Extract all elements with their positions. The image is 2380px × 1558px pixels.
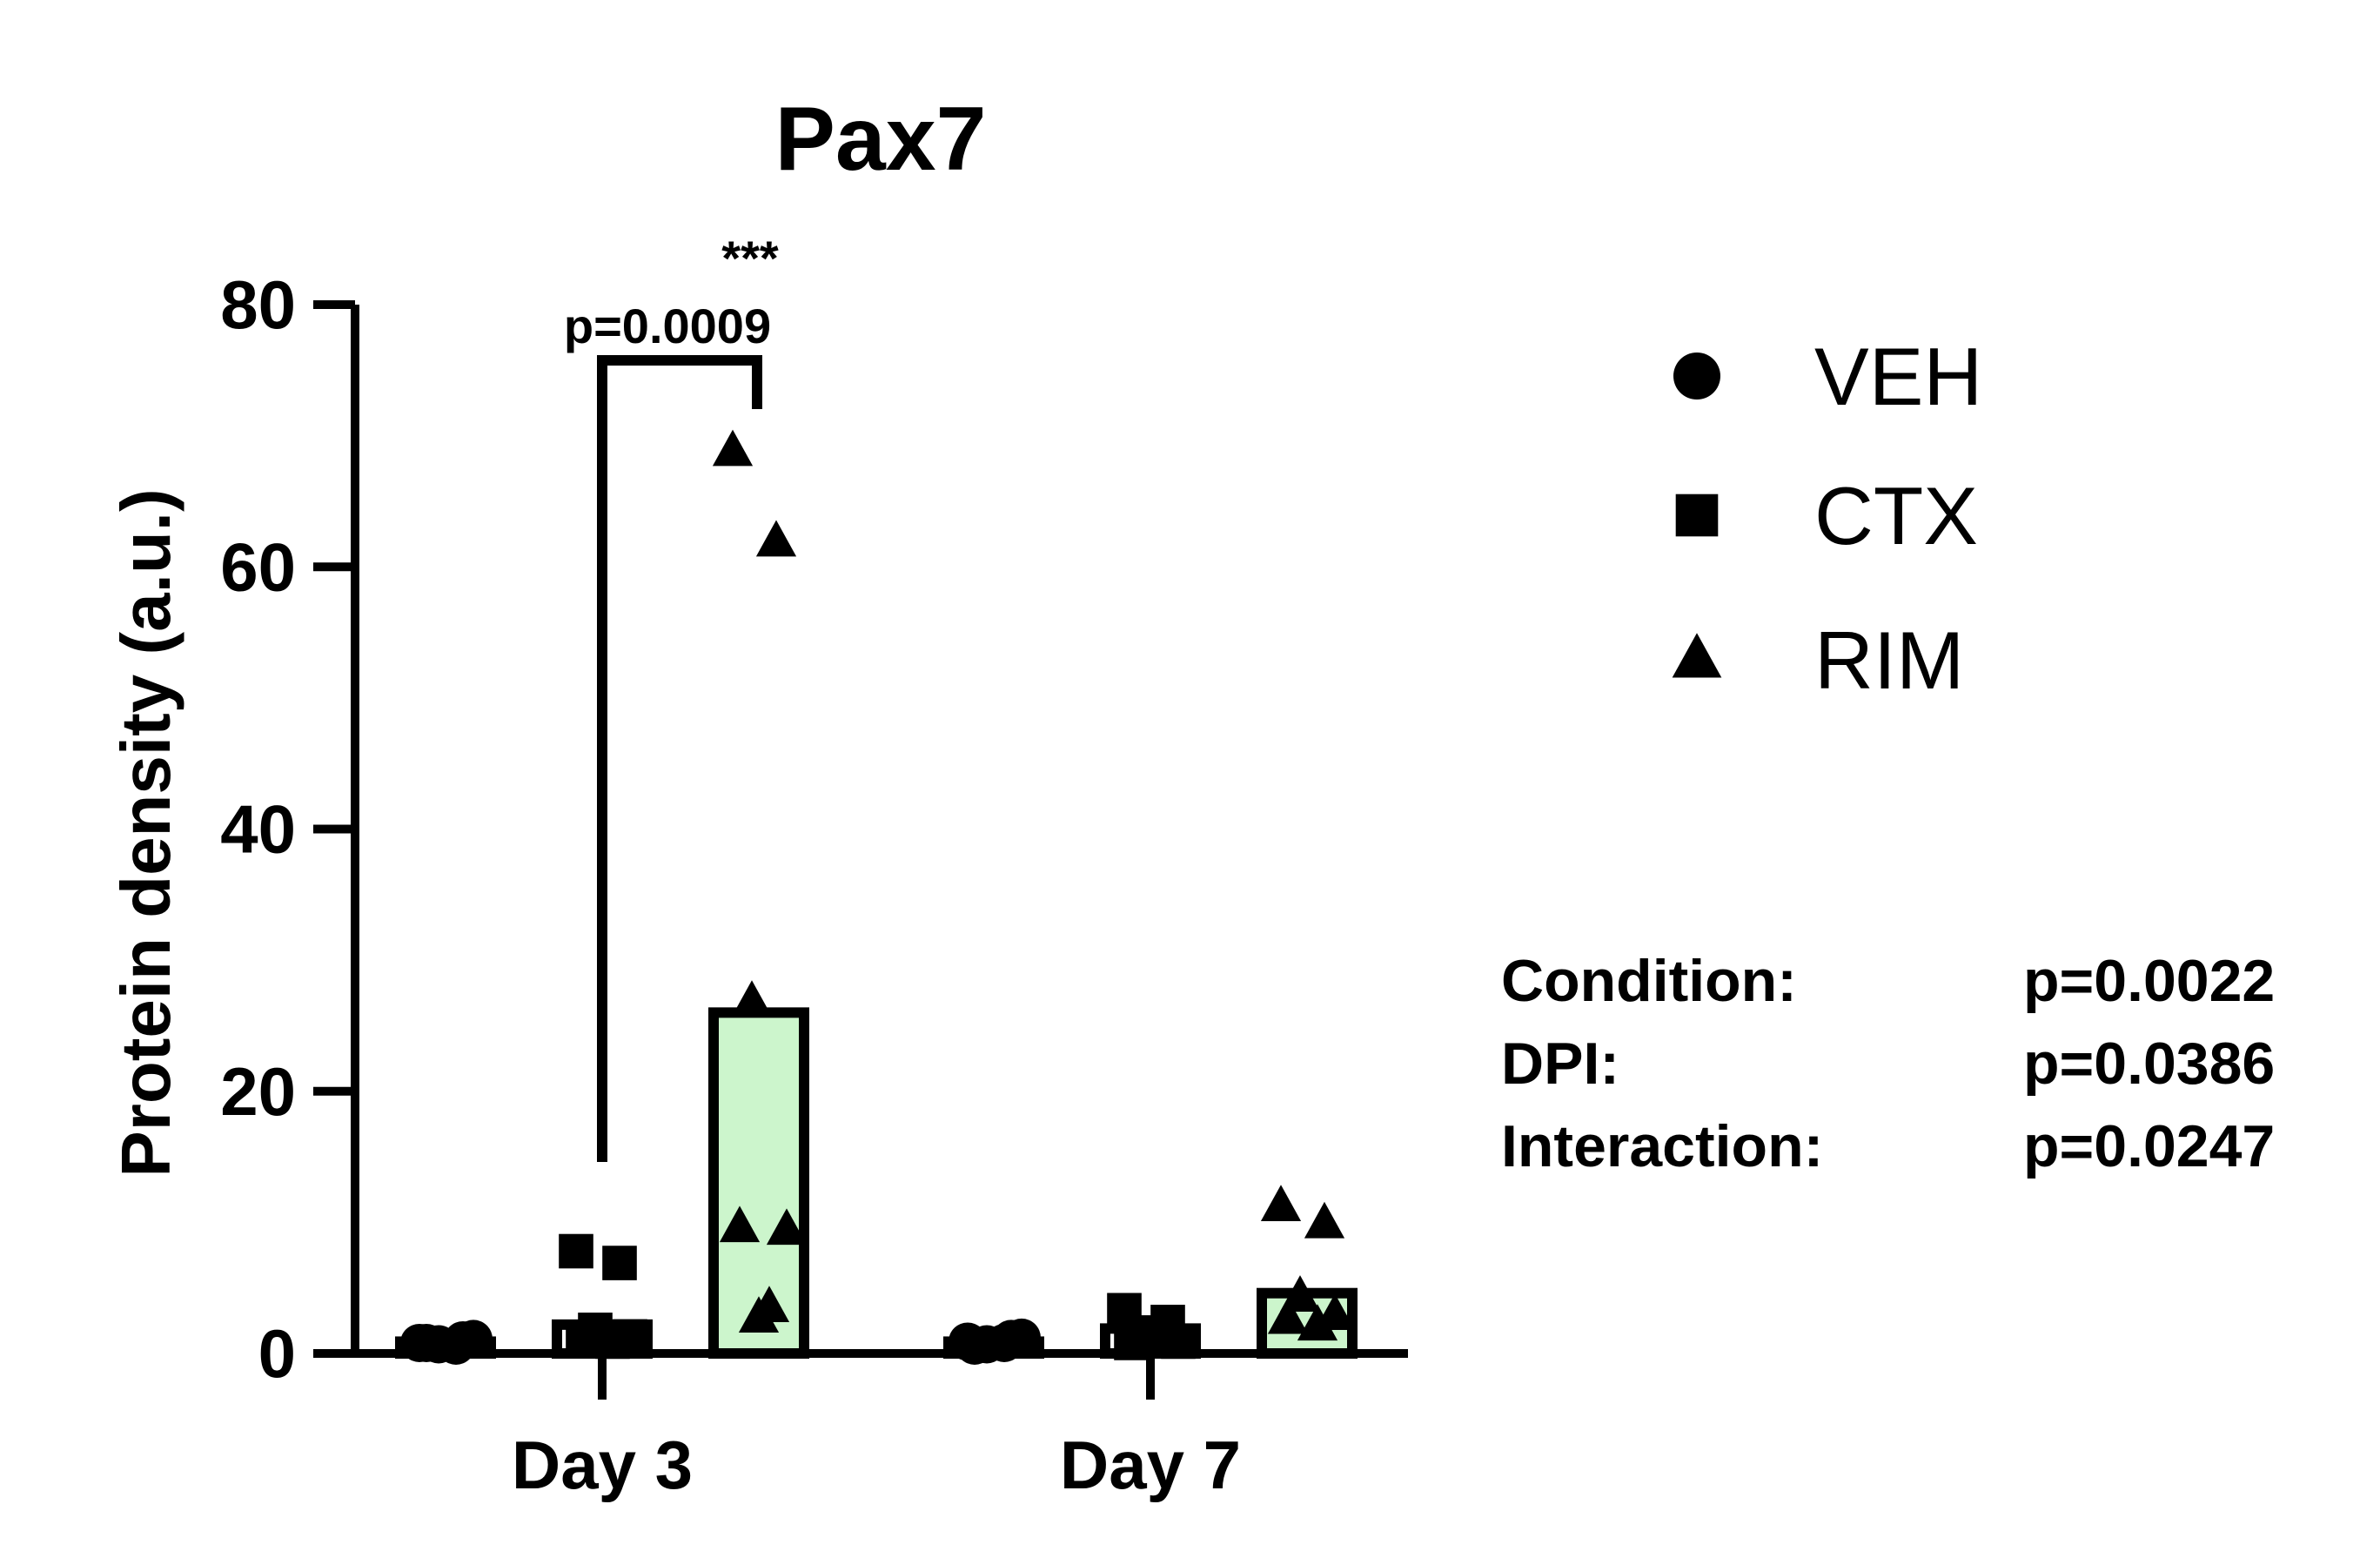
legend-label-ctx: CTX (1814, 470, 1978, 561)
x-tick-label: Day 7 (1060, 1427, 1241, 1503)
y-tick-label: 0 (258, 1315, 296, 1392)
legend: VEH CTX RIM (1672, 331, 1982, 706)
data-point-rim (1304, 1201, 1345, 1239)
p-value-label: p=0.0009 (564, 299, 771, 353)
data-point-veh (437, 1326, 475, 1365)
x-tick-label: Day 3 (512, 1427, 693, 1503)
bars-layer (395, 1007, 1358, 1360)
y-axis-label: Protein density (a.u.) (107, 488, 184, 1177)
y-tick-label: 20 (220, 1053, 296, 1130)
data-point-rim (731, 980, 773, 1017)
stats-label: Condition: (1501, 948, 1797, 1014)
y-ticks: 0 20 40 60 80 (220, 266, 355, 1392)
legend-marker-ctx (1675, 494, 1719, 537)
significance-stars: *** (721, 231, 779, 285)
data-point-rim (1260, 1185, 1302, 1222)
data-point-ctx (559, 1233, 593, 1269)
legend-label-rim: RIM (1814, 614, 1964, 706)
stats-label: Interaction: (1501, 1113, 1823, 1179)
data-point-rim (719, 1205, 761, 1243)
stats-value: p=0.0022 (2023, 948, 2275, 1014)
legend-marker-veh (1673, 353, 1720, 400)
significance-bracket: p=0.0009 *** (564, 231, 779, 1162)
data-point-rim (1297, 1304, 1338, 1341)
stats-label: DPI: (1501, 1031, 1619, 1097)
bracket-line (597, 355, 762, 1162)
legend-marker-rim (1672, 633, 1722, 678)
x-ticks: Day 3 Day 7 (512, 1353, 1241, 1503)
legend-label-veh: VEH (1814, 331, 1982, 422)
points-layer (400, 429, 1356, 1365)
data-point-ctx (602, 1246, 637, 1280)
y-tick-label: 80 (220, 266, 296, 343)
plot-area: 0 20 40 60 80 Day 3 Day 7 p=0.0009 *** (220, 231, 1408, 1503)
stats-value: p=0.0386 (2023, 1031, 2275, 1097)
data-point-rim (712, 429, 754, 467)
y-tick-label: 60 (220, 528, 296, 605)
chart-title: Pax7 (775, 89, 987, 190)
data-point-rim (755, 520, 797, 557)
stats-value: p=0.0247 (2023, 1113, 2275, 1179)
y-tick-label: 40 (220, 791, 296, 868)
data-point-rim (1267, 1297, 1309, 1334)
data-point-rim (738, 1296, 780, 1333)
data-point-rim (766, 1208, 808, 1246)
